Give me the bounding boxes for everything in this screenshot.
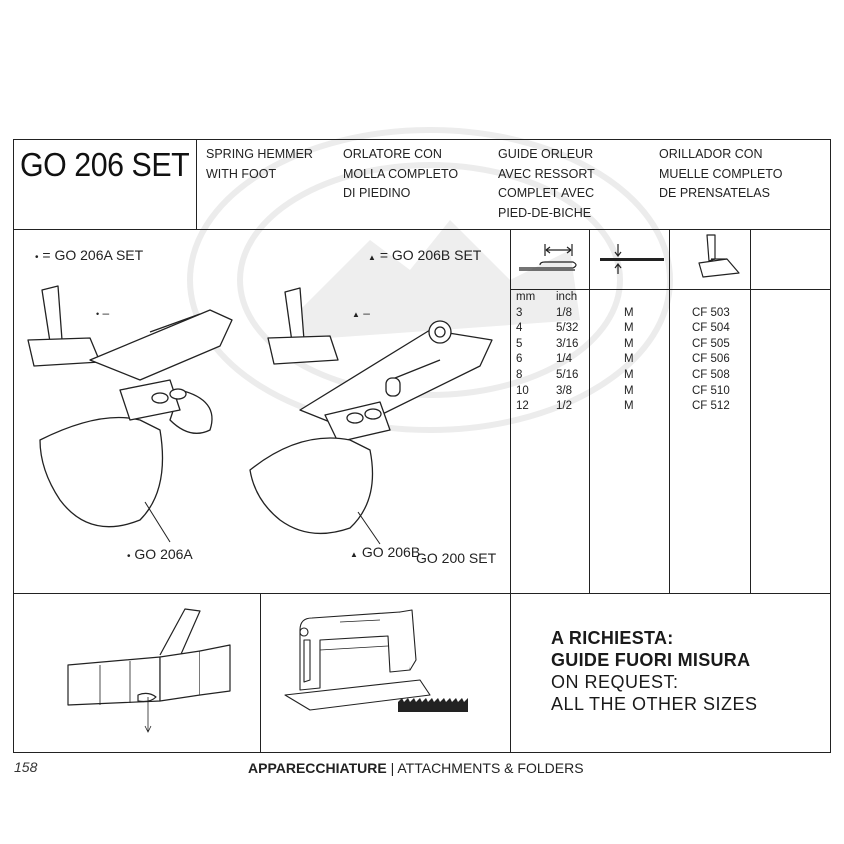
size-cell-mm: 3 (516, 306, 523, 319)
divider (196, 139, 197, 229)
description-fr: GUIDE ORLEUR AVEC RESSORT COMPLET AVEC P… (498, 147, 595, 220)
divider (260, 593, 261, 753)
set-b-label: ▲ = GO 206B SET (368, 247, 482, 263)
sewing-machine-icon (284, 609, 431, 711)
size-cell-inch: 5/16 (556, 369, 579, 381)
divider (510, 229, 511, 753)
column-header-inch: inch (556, 291, 578, 303)
thickness-icon (600, 244, 664, 274)
size-cell-m: M (624, 369, 634, 381)
request-line-1: A RICHIESTA: (551, 628, 674, 648)
size-cell-m: M (624, 306, 634, 319)
size-cell-inch: 1/2 (556, 400, 572, 413)
dot-symbol: • (35, 252, 39, 263)
part-other-label: GO 200 SET (416, 550, 497, 566)
divider (13, 593, 831, 594)
divider (750, 229, 751, 593)
size-cell-code: CF 510 (692, 384, 730, 397)
size-cell-mm: 5 (516, 337, 523, 350)
hemmer-a-drawing (27, 285, 233, 543)
size-cell-code: CF 508 (692, 369, 730, 381)
footer-section-name: ATTACHMENTS & FOLDERS (397, 760, 584, 776)
size-cell-m: M (624, 337, 634, 350)
page-title: GO 206 SET (20, 146, 190, 183)
hemmer-b-drawing (249, 287, 493, 545)
size-cell-code: CF 504 (692, 322, 730, 335)
size-cell-mm: 12 (516, 400, 529, 413)
size-cell-code: CF 503 (692, 306, 730, 319)
size-cell-mm: 4 (516, 322, 523, 335)
size-cell-inch: 1/4 (556, 353, 572, 366)
divider (589, 229, 590, 593)
size-cell-m: M (624, 322, 634, 335)
size-cell-m: M (624, 384, 634, 397)
description-es: ORILLADOR CON MUELLE COMPLETO DE PRENSAT… (659, 147, 783, 200)
triangle-symbol: ▲ (368, 253, 376, 262)
size-cell-inch: 3/16 (556, 337, 579, 350)
page-number: 158 (14, 759, 38, 775)
size-cell-mm: 8 (516, 369, 523, 381)
size-cell-m: M (624, 353, 634, 366)
size-cell-m: M (624, 400, 634, 413)
request-block: A RICHIESTA: GUIDE FUORI MISURA ON REQUE… (551, 627, 758, 715)
part-a-label: • GO 206A (127, 546, 193, 562)
size-cell-code: CF 506 (692, 353, 730, 366)
feed-dog-icon (398, 698, 468, 712)
size-cell-mm: 6 (516, 353, 523, 366)
size-cell-inch: 3/8 (556, 384, 572, 397)
presser-foot-icon (698, 234, 740, 278)
foot-a-marker: • – (96, 306, 110, 320)
footer-section-bold: APPARECCHIATURE (248, 760, 387, 776)
divider (13, 229, 831, 230)
fold-diagram (67, 608, 231, 733)
description-it: ORLATORE CON MOLLA COMPLETO DI PIEDINO (343, 147, 459, 200)
description-en: SPRING HEMMER WITH FOOT (206, 147, 313, 181)
divider (510, 289, 831, 290)
foot-b-marker: ▲ – (352, 306, 370, 320)
request-line-3: ON REQUEST: (551, 672, 679, 692)
footer-separator: | (390, 760, 395, 776)
divider (669, 229, 670, 593)
footer-section: APPARECCHIATURE | ATTACHMENTS & FOLDERS (248, 760, 584, 776)
column-header-mm: mm (516, 291, 536, 303)
size-cell-code: CF 512 (692, 400, 730, 413)
page-frame (13, 139, 831, 753)
set-a-label: • = GO 206A SET (35, 247, 144, 263)
hem-width-icon (519, 244, 577, 271)
size-cell-inch: 1/8 (556, 306, 572, 319)
part-b-label: ▲ GO 206B (350, 544, 421, 560)
request-line-2: GUIDE FUORI MISURA (551, 650, 751, 670)
size-cell-mm: 10 (516, 384, 529, 397)
request-line-4: ALL THE OTHER SIZES (551, 694, 758, 714)
size-cell-inch: 5/32 (556, 322, 579, 335)
size-cell-code: CF 505 (692, 337, 730, 350)
